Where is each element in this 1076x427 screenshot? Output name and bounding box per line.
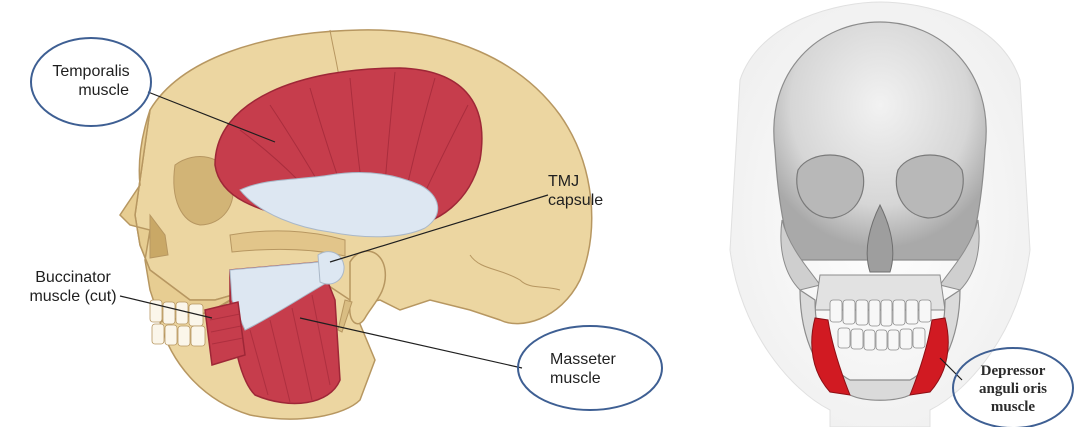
tmj-capsule-label: TMJ capsule <box>548 172 628 210</box>
depressor-label-line2: anguli oris <box>963 380 1063 398</box>
buccinator-label-line2: muscle (cut) <box>18 287 128 306</box>
lateral-skull-figure: Temporalis muscle TMJ capsule Buccinator… <box>0 0 680 427</box>
tmj-label-line1: TMJ <box>548 172 628 191</box>
tmj-label-line2: capsule <box>548 191 628 210</box>
buccinator-label-line1: Buccinator <box>18 268 128 287</box>
buccinator-label: Buccinator muscle (cut) <box>18 268 128 306</box>
temporalis-label: Temporalis muscle <box>41 62 141 100</box>
tmj-capsule <box>318 252 344 284</box>
depressor-label-line3: muscle <box>963 398 1063 416</box>
masseter-label-line1: Masseter <box>550 350 630 369</box>
masseter-label-line2: muscle <box>550 369 630 388</box>
masseter-label: Masseter muscle <box>550 350 630 388</box>
frontal-skull-figure: Depressor anguli oris muscle <box>700 0 1076 427</box>
temporalis-label-line1: Temporalis <box>41 62 141 81</box>
temporalis-label-line2: muscle <box>41 81 141 100</box>
buccinator-muscle <box>205 302 245 365</box>
depressor-label: Depressor anguli oris muscle <box>963 362 1063 416</box>
depressor-label-line1: Depressor <box>963 362 1063 380</box>
ear-outline <box>350 251 386 324</box>
